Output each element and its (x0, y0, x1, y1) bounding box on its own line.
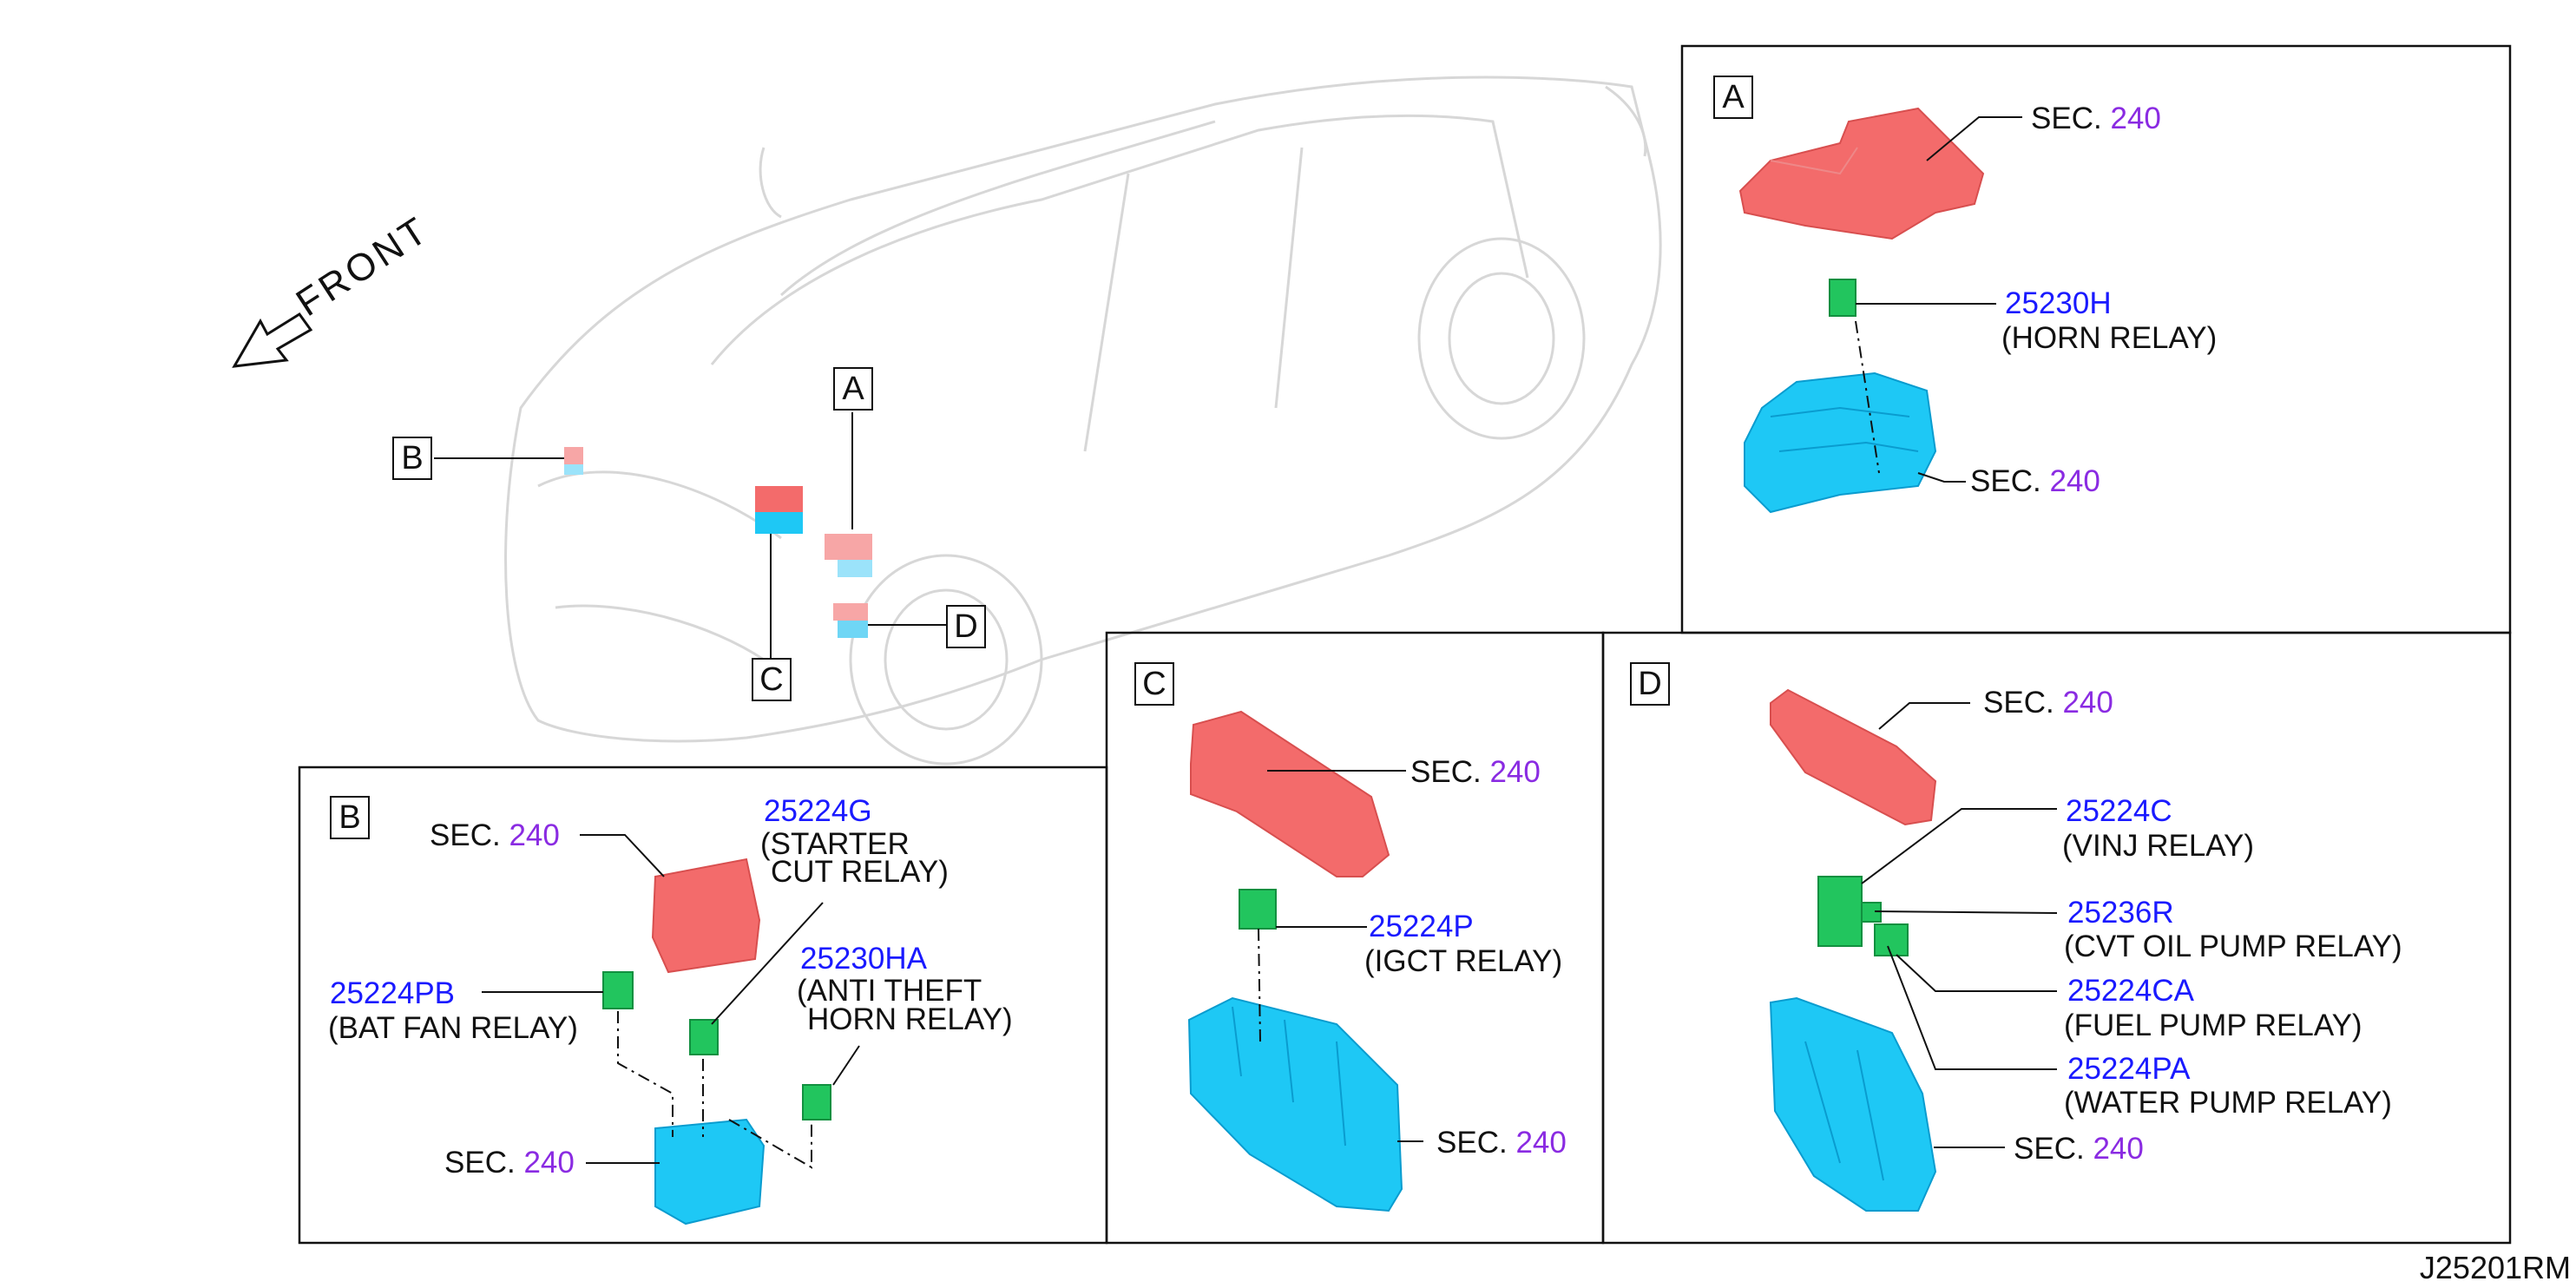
panel-b-fuse-box (654, 1118, 766, 1226)
panel-d-water-code: 25224PA (2067, 1052, 2191, 1086)
panel-b-box-sec: SEC. 240 (444, 1146, 575, 1180)
panel-b-antitheft-code: 25230HA (800, 942, 927, 976)
panel-d-cvt-name: (CVT OIL PUMP RELAY) (2064, 930, 2402, 963)
panel-a-horn-code: 25230H (2005, 286, 2112, 320)
panel-d-leaders (1861, 702, 2058, 1148)
panel-c-fuse-box (1187, 996, 1403, 1212)
panel-b-cover-sec: SEC. 240 (430, 818, 560, 852)
panel-b-batfan-code: 25224PB (330, 976, 456, 1010)
front-arrow-icon (232, 312, 313, 368)
callout-b: B (392, 437, 432, 480)
panel-d-water-name: (WATER PUMP RELAY) (2064, 1086, 2392, 1120)
panel-c-leaders (1258, 770, 1423, 1142)
panel-d-fuel-code: 25224CA (2067, 974, 2194, 1008)
panel-a-fuse-box (1744, 371, 1937, 514)
panel-d-vinj-name: (VINJ RELAY) (2062, 829, 2255, 863)
panel-b-cover (651, 858, 761, 974)
panel-b-starter-line2: CUT RELAY) (771, 855, 949, 889)
callout-d: D (946, 605, 986, 648)
panel-a-leaders (1855, 116, 2022, 483)
callout-c: C (752, 658, 792, 701)
panel-a-cover (1738, 107, 1985, 240)
panel-d-relays (1817, 876, 1909, 956)
panel-b-letter: B (330, 796, 370, 839)
panel-b-relays (602, 971, 831, 1120)
panel-a-horn-relay (1829, 279, 1856, 317)
panel-d-vinj-code: 25224C (2066, 794, 2172, 828)
panel-a-cover-sec: SEC. 240 (2031, 102, 2161, 135)
panel-d-frame (1601, 631, 2512, 1245)
panel-frames (298, 44, 2512, 1245)
panel-d-cvt-code: 25236R (2067, 896, 2174, 930)
location-markers (434, 412, 946, 660)
panel-a-horn-name: (HORN RELAY) (2001, 321, 2218, 355)
panel-b-starter-line1: (STARTER (760, 827, 910, 861)
panel-b-leaders (482, 834, 860, 1169)
panel-c-cover (1190, 710, 1390, 877)
panel-d-cover-sec: SEC. 240 (1983, 686, 2113, 720)
panel-d-fuel-name: (FUEL PUMP RELAY) (2064, 1009, 2362, 1042)
panel-d-cover (1770, 688, 1937, 826)
panel-b-batfan-name: (BAT FAN RELAY) (328, 1011, 578, 1045)
panel-c-igct-code: 25224P (1369, 910, 1474, 943)
panel-b-starter-code: 25224G (764, 794, 872, 828)
panel-c-cover-sec: SEC. 240 (1410, 755, 1541, 789)
drawing-number: J25201RM (2419, 1250, 2571, 1285)
panel-d-letter: D (1630, 662, 1670, 706)
panel-c-igct-name: (IGCT RELAY) (1364, 944, 1563, 978)
panel-d-fuse-box (1769, 996, 1937, 1212)
panel-c-box-sec: SEC. 240 (1436, 1126, 1567, 1160)
panel-a-box-sec: SEC. 240 (1970, 464, 2100, 498)
callout-a: A (833, 367, 873, 411)
panel-d-box-sec: SEC. 240 (2014, 1132, 2144, 1166)
panel-a-letter: A (1713, 76, 1753, 119)
panel-b-antitheft-line1: (ANTI THEFT (797, 974, 982, 1008)
location-parts (564, 447, 872, 638)
vehicle-outline (504, 76, 1662, 766)
panel-c-letter: C (1134, 662, 1174, 706)
panel-b-antitheft-line2: HORN RELAY) (807, 1002, 1013, 1036)
panel-c-relay (1239, 889, 1277, 930)
